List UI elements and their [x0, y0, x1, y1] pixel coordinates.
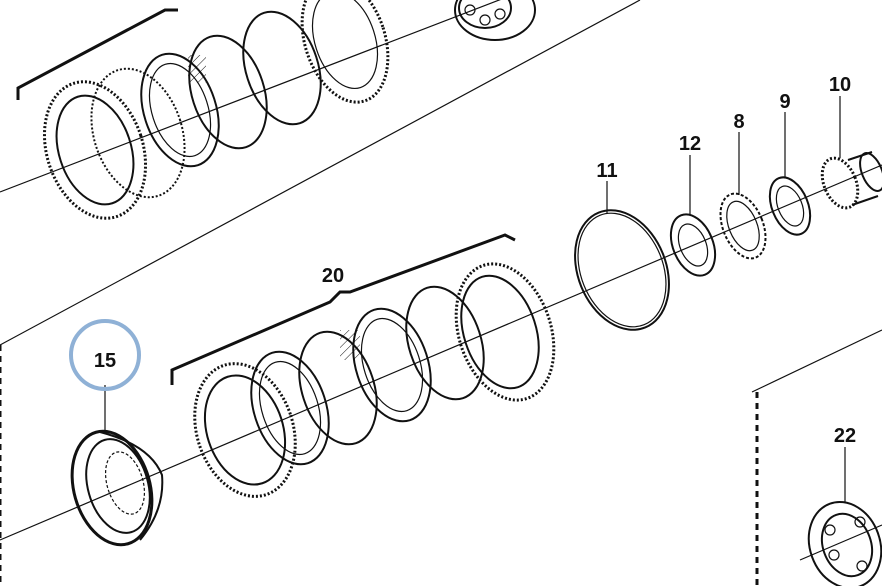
callout-9[interactable]: 9 [779, 91, 790, 113]
part-15-bearing-cup [70, 429, 164, 547]
callout-22[interactable]: 22 [834, 425, 856, 447]
callout-12[interactable]: 12 [679, 133, 701, 155]
callout-15-highlight-ring [69, 319, 141, 391]
callout-8[interactable]: 8 [733, 111, 744, 133]
upper-clutch-pack [0, 0, 536, 220]
part-22-bearing [799, 500, 882, 586]
part-12-washer [669, 213, 717, 277]
part-8-needle-bearing [719, 192, 767, 260]
callout-15[interactable]: 15 [94, 350, 116, 372]
callout-10[interactable]: 10 [829, 74, 851, 96]
part-9-washer [768, 176, 812, 236]
callouts: 11 12 8 9 10 20 15 22 [69, 74, 856, 447]
part-10-splined-hub [820, 151, 882, 210]
callout-11[interactable]: 11 [596, 160, 617, 182]
part-20-bracket [170, 233, 516, 385]
part-20-clutch-discs [193, 262, 556, 498]
part-11-snap-ring [574, 209, 670, 331]
leader-lines [104, 96, 846, 502]
callout-20[interactable]: 20 [322, 265, 344, 287]
lower-assembly [0, 151, 882, 586]
